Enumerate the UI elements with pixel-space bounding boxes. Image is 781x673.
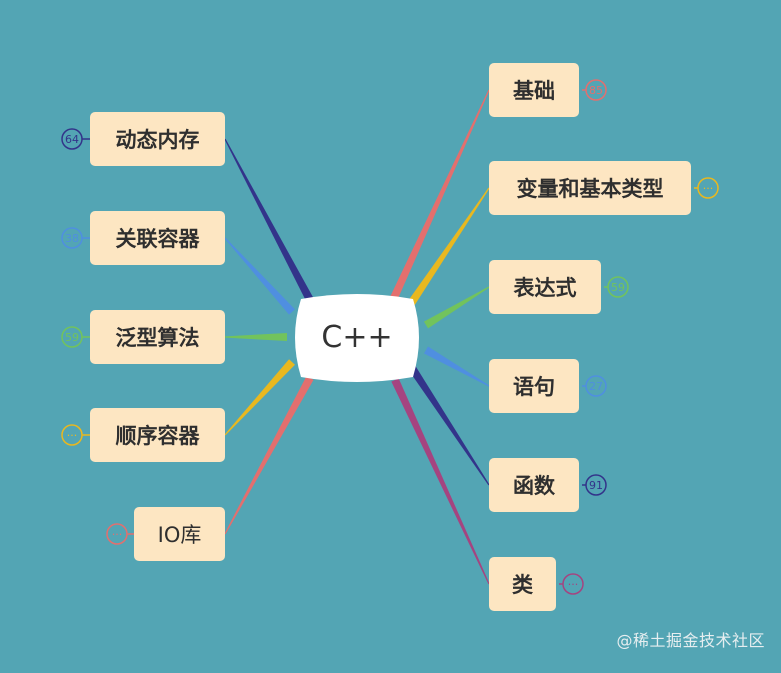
collapse-badge[interactable]: 27 [585, 375, 607, 397]
node-label: 表达式 [513, 276, 577, 300]
node-label: 顺序容器 [115, 424, 200, 448]
badge-circle [61, 227, 83, 249]
branch-line [224, 359, 295, 436]
node-statements[interactable]: 语句 [489, 359, 579, 413]
center-node-shape [295, 294, 419, 382]
collapse-badge[interactable]: 59 [607, 276, 629, 298]
branch-line [389, 89, 490, 302]
node-label: 关联容器 [115, 227, 200, 251]
badge-circle [562, 573, 584, 595]
badge-count: 38 [65, 232, 79, 245]
badge-circle [585, 79, 607, 101]
badge-circle [61, 326, 83, 348]
node-label: 函数 [513, 474, 555, 498]
branch-line [224, 376, 314, 535]
branch-line [423, 286, 490, 329]
node-label: 泛型算法 [115, 326, 200, 350]
collapse-badge[interactable]: ··· [562, 573, 584, 595]
collapse-badge[interactable]: 38 [61, 227, 83, 249]
node-sequential-containers[interactable]: 顺序容器 [90, 408, 225, 462]
collapse-badge[interactable]: ··· [61, 424, 83, 446]
badge-circle [61, 424, 83, 446]
center-node-label: C++ [321, 319, 393, 355]
badge-count: 59 [65, 331, 79, 344]
branch-line [225, 333, 287, 341]
badge-circle [607, 276, 629, 298]
badge-count: ··· [703, 182, 714, 195]
badge-count: 64 [65, 133, 79, 146]
node-label: 语句 [513, 375, 555, 399]
collapse-badge[interactable]: ··· [106, 523, 128, 545]
node-label: 动态内存 [115, 128, 200, 152]
badge-circle [61, 128, 83, 150]
branch-line [406, 187, 490, 308]
node-classes[interactable]: 类 [489, 557, 556, 611]
node-label: 类 [512, 573, 533, 597]
badge-circle [106, 523, 128, 545]
badge-count: ··· [112, 528, 123, 541]
collapse-badge[interactable]: ··· [697, 177, 719, 199]
node-basics[interactable]: 基础 [489, 63, 579, 117]
branch-line [224, 138, 314, 302]
badge-count: ··· [67, 429, 78, 442]
badge-circle [585, 474, 607, 496]
node-functions[interactable]: 函数 [489, 458, 579, 512]
center-node[interactable]: C++ [287, 291, 427, 383]
branch-line [391, 378, 490, 585]
badge-circle [697, 177, 719, 199]
watermark: @稀土掘金技术社区 [616, 631, 765, 650]
node-label: 基础 [513, 79, 555, 103]
badge-count: 91 [589, 479, 603, 492]
branch-line [224, 237, 295, 315]
badge-count: ··· [568, 578, 579, 591]
collapse-badge[interactable]: 85 [585, 79, 607, 101]
badge-count: 85 [589, 84, 603, 97]
branch-line [424, 346, 490, 387]
collapse-badge[interactable]: 59 [61, 326, 83, 348]
node-label: 变量和基本类型 [516, 177, 664, 201]
node-associative-containers[interactable]: 关联容器 [90, 211, 225, 265]
badge-circle [585, 375, 607, 397]
node-generic-algorithms[interactable]: 泛型算法 [90, 310, 225, 364]
collapse-badge[interactable]: 64 [61, 128, 83, 150]
node-dynamic-memory[interactable]: 动态内存 [90, 112, 225, 166]
badge-count: 27 [589, 380, 603, 393]
node-io-library[interactable]: IO库 [134, 507, 225, 561]
node-variables[interactable]: 变量和基本类型 [489, 161, 691, 215]
branch-line [408, 365, 490, 486]
node-expressions[interactable]: 表达式 [489, 260, 601, 314]
collapse-badge[interactable]: 91 [585, 474, 607, 496]
node-label: IO库 [157, 523, 202, 547]
badge-count: 59 [611, 281, 625, 294]
